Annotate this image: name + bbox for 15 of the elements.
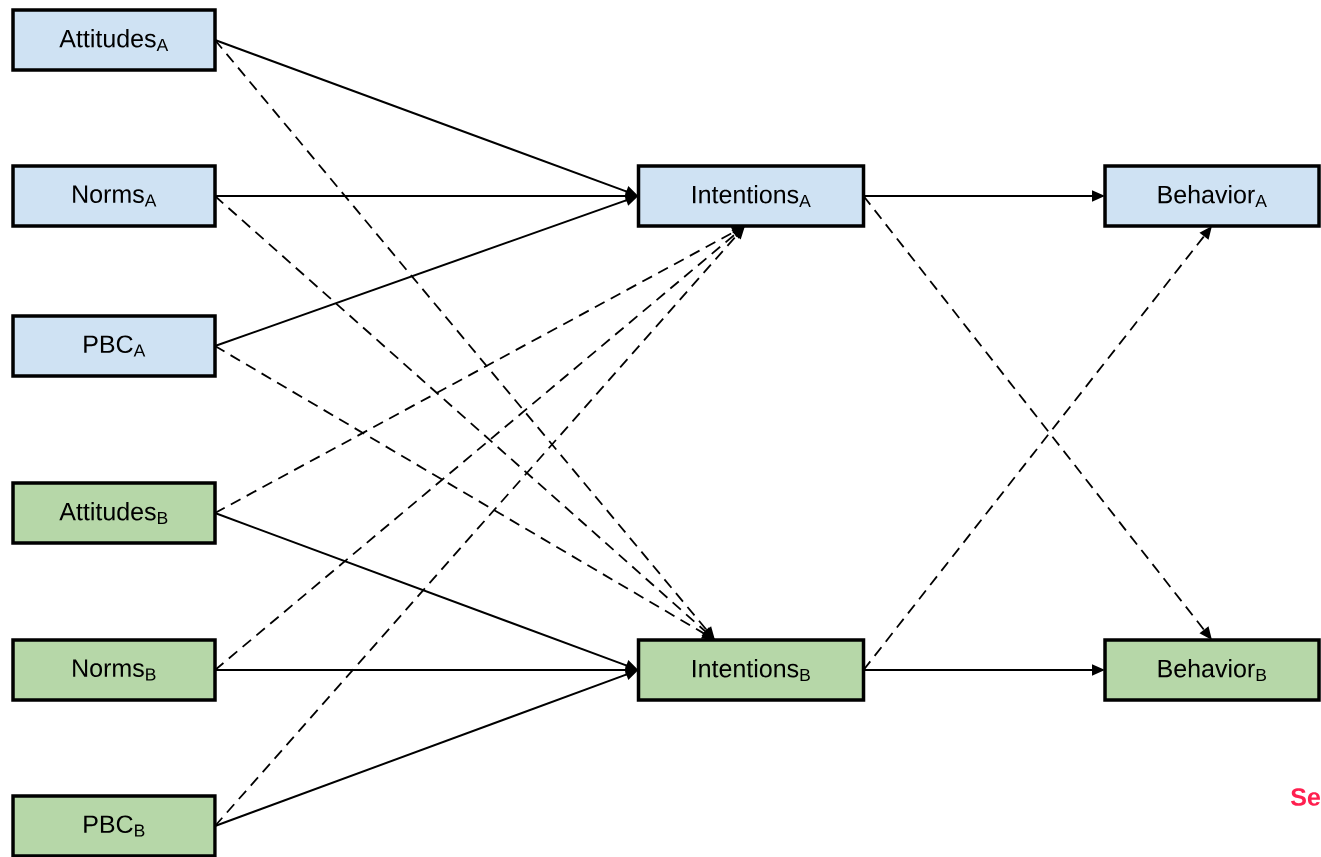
arrow bbox=[214, 195, 715, 640]
process-box: Behavior$_{A}$ bbox=[1103, 164, 1321, 228]
process-box: Norms$_{B}$ bbox=[11, 638, 217, 702]
arrow bbox=[214, 226, 745, 827]
process-box: Intentions$_{A}$ bbox=[636, 164, 866, 228]
arrow bbox=[214, 226, 745, 671]
process-box: Attitudes$_{B}$ bbox=[11, 481, 217, 545]
process-box: Intentions$_{B}$ bbox=[636, 638, 866, 702]
arrow bbox=[214, 39, 715, 640]
process-box: PBC$_{A}$ bbox=[11, 314, 217, 378]
process-box: Behavior$_{B}$ bbox=[1103, 638, 1321, 702]
process-box: Attitudes$_{A}$ bbox=[11, 8, 217, 72]
note-text: Se bbox=[1290, 788, 1320, 806]
process-box: Norms$_{A}$ bbox=[11, 164, 217, 228]
process-box: PBC$_{B}$ bbox=[11, 794, 217, 857]
